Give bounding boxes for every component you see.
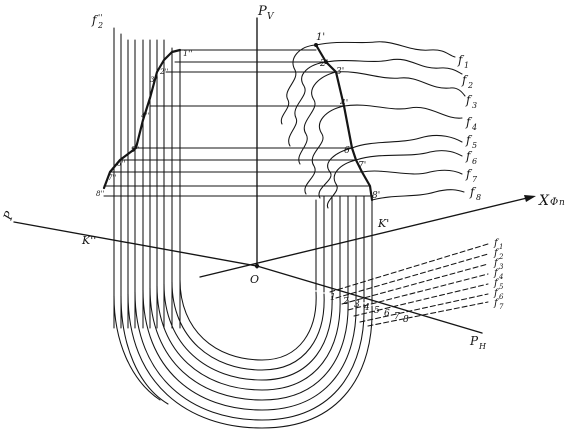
origin-point	[254, 263, 260, 269]
front-point-6: 6'	[344, 146, 352, 156]
dashed-label-2-sub: 2	[498, 253, 504, 261]
dashed-label-5-sub: 5	[499, 283, 504, 291]
x-axis-label: X	[538, 193, 550, 209]
front-label-f5-sub: 5	[472, 141, 477, 150]
front-point-8: 8'	[372, 191, 380, 201]
front-label-f7: f	[465, 167, 473, 181]
side-point-7: 7''	[108, 174, 116, 182]
dashed-label-4-sub: 4	[498, 273, 503, 281]
trace-point-6: 6	[384, 309, 390, 319]
x-axis-arrow-icon	[524, 195, 536, 202]
front-label-f4-sub: 4	[471, 123, 477, 132]
trace-point-1: 1	[330, 293, 336, 303]
front-label-f3: f	[465, 93, 473, 107]
trace-point-2: 2	[342, 297, 349, 307]
dashed-label-6: f	[493, 288, 500, 299]
side-point-5: 5''	[131, 146, 139, 154]
ph-right-label-sub: H	[478, 342, 487, 351]
ph-right-label: P	[469, 334, 479, 348]
front-label-f8: f	[469, 185, 477, 199]
front-label-f2-sub: 2	[467, 81, 473, 90]
k-single-label: K'	[377, 217, 389, 230]
dashed-label-6-sub: 6	[499, 293, 504, 301]
side-point-2: 2''	[159, 68, 168, 76]
concentric-curves	[113, 279, 373, 429]
trace-point-7: 7	[394, 312, 400, 322]
profile-outline	[102, 48, 182, 190]
front-label-f8-sub: 8	[476, 193, 481, 202]
front-label-f1: f	[457, 53, 465, 67]
trace-point-5: 5	[374, 306, 380, 316]
x-axis-label-sub: Φ	[550, 197, 558, 208]
front-label-f4: f	[465, 115, 473, 129]
front-curves-left	[280, 44, 357, 209]
side-point-8: 8''	[96, 190, 104, 198]
side-point-6: 6''	[117, 160, 125, 168]
front-label-f2: f	[461, 73, 469, 87]
f2-double-label: f	[91, 13, 99, 27]
trace-point-3: 3	[354, 300, 360, 310]
dashed-label-1-sub: 1	[499, 243, 503, 251]
front-point-7: 7'	[358, 161, 366, 171]
profile-vertical-lines	[113, 27, 181, 329]
pv-label: P	[257, 4, 267, 19]
ph-trace-right	[256, 265, 483, 334]
front-label-f5: f	[465, 133, 473, 147]
side-point-4: 4''	[140, 112, 149, 120]
horizontal-link-lines	[103, 49, 371, 197]
dashed-label-7-sub: 7	[499, 303, 504, 311]
pv-label-sub: V	[267, 12, 275, 22]
trace-point-8: 8	[403, 315, 409, 325]
front-label-f3-sub: 3	[472, 101, 477, 110]
front-drop-lines	[315, 195, 373, 305]
front-point-2: 2'	[319, 59, 328, 69]
x-axis-label-sub2: n	[559, 198, 565, 208]
dashed-label-7: f	[493, 298, 500, 309]
k-double-label: K''	[81, 234, 96, 247]
dashed-label-2: f	[493, 248, 500, 259]
front-label-f6-sub: 6	[472, 157, 477, 166]
dashed-label-3: f	[493, 258, 500, 269]
f2-double-label-sup: ''	[98, 13, 102, 22]
dashed-label-4: f	[493, 268, 500, 279]
front-curves-right	[315, 41, 466, 201]
front-point-1: 1'	[316, 32, 325, 43]
side-point-3: 3''	[150, 76, 158, 84]
dashed-label-1: f	[493, 238, 500, 249]
ph-left-label: P	[0, 209, 17, 223]
f2-double-label-sub: 2	[97, 21, 103, 30]
dashed-label-3-sub: 3	[499, 263, 504, 271]
origin-label: O	[250, 273, 259, 286]
front-label-f6: f	[465, 149, 473, 163]
side-point-1: 1''	[183, 49, 193, 58]
front-point-4: 4'	[339, 99, 348, 109]
front-label-f1-sub: 1	[464, 61, 469, 70]
dashed-lines	[329, 243, 489, 327]
dashed-label-5: f	[493, 278, 500, 289]
trace-point-4: 4	[363, 303, 370, 313]
front-label-f7-sub: 7	[472, 175, 478, 184]
